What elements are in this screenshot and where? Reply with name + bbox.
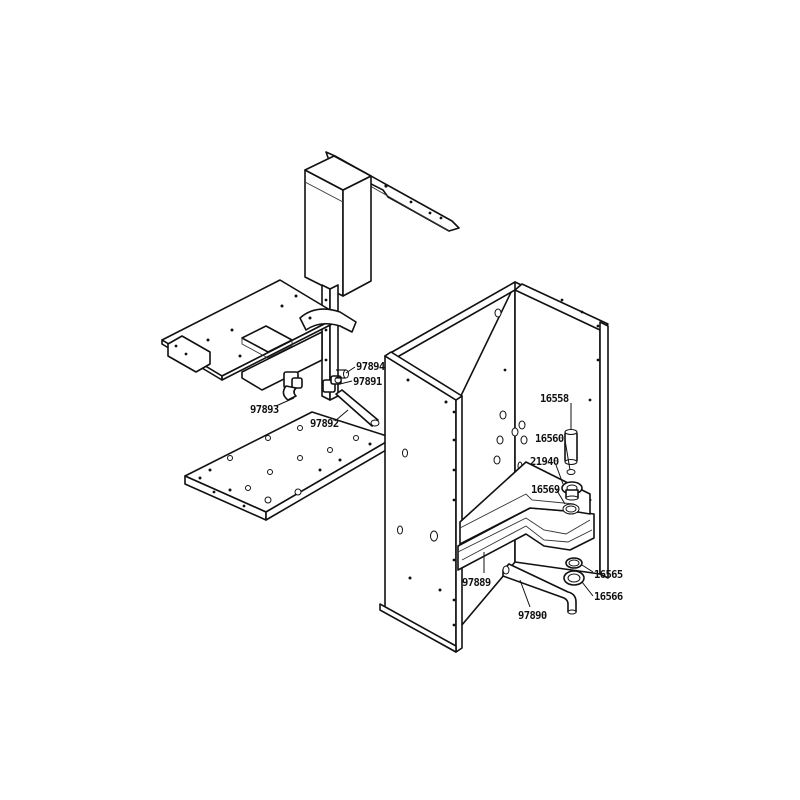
drain-elbow-pipe	[502, 563, 577, 615]
lower-base-plate	[184, 411, 394, 521]
label-97891: 97891	[353, 376, 382, 388]
label-16558: 16558	[540, 393, 569, 405]
label-97890: 97890	[518, 610, 547, 622]
label-16569: 16569	[531, 484, 560, 496]
leader-lines	[275, 366, 594, 608]
label-16560: 16560	[535, 433, 564, 445]
label-97892: 97892	[310, 418, 339, 430]
label-97893: 97893	[250, 404, 279, 416]
upper-shelf-plate	[161, 279, 357, 391]
valve-fitting-assembly	[282, 369, 349, 401]
part-labels: 97894 97891 97893 97892 16558 16560 2194…	[250, 361, 623, 622]
label-21940: 21940	[530, 456, 559, 468]
label-97889: 97889	[462, 577, 491, 589]
seal-rings	[563, 557, 585, 586]
label-16566: 16566	[594, 591, 623, 603]
label-97894: 97894	[356, 361, 385, 373]
vertical-box-housing	[304, 155, 372, 297]
label-16565: 16565	[594, 569, 623, 581]
horizontal-pipe	[335, 389, 380, 427]
drain-fitting-stack	[561, 429, 583, 501]
drain-pan	[457, 461, 595, 571]
